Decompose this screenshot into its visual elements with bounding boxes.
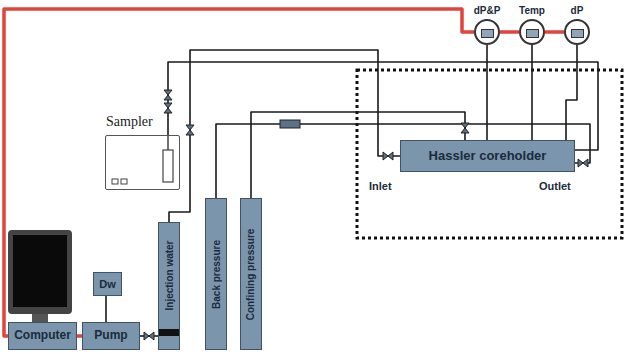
- node-label: dP&P: [474, 5, 501, 16]
- signal-cable: [545, 30, 564, 34]
- node-label: Computer: [14, 329, 71, 342]
- computer-box: Computer: [8, 322, 77, 350]
- confining-pressure-cylinder: Confining pressure: [240, 198, 262, 350]
- node-label: Hassler coreholder: [429, 149, 547, 163]
- oven-boundary: [357, 70, 622, 238]
- node-label: dP: [571, 5, 584, 16]
- node-label: Dw: [99, 278, 116, 290]
- coreholder: Hassler coreholder: [400, 140, 575, 172]
- pipe-line: [531, 45, 533, 140]
- manifold: [280, 120, 300, 128]
- pipe-line: [105, 296, 107, 322]
- node-label: Temp: [519, 5, 545, 16]
- back-pressure-cylinder: Back pressure: [205, 198, 227, 350]
- pipe-line: [566, 45, 577, 140]
- differential-gauge: dP: [564, 19, 590, 45]
- node-label: Back pressure: [211, 240, 222, 309]
- sampler: Sampler: [105, 135, 180, 190]
- pipe-line: [169, 50, 400, 222]
- node-label: Sampler: [106, 114, 153, 129]
- water-tank: Dw: [93, 272, 122, 296]
- signal-cable: [500, 30, 519, 34]
- monitor: [8, 230, 72, 322]
- signal-cable: [4, 9, 474, 336]
- sampler-detail: [112, 135, 173, 184]
- node-label: Confining pressure: [246, 228, 257, 320]
- pipe-line: [486, 45, 488, 140]
- pipe-line: [216, 124, 590, 198]
- port-label: Inlet: [368, 180, 393, 192]
- pipe-line: [168, 62, 598, 150]
- injection-cylinder: Injection water: [158, 222, 180, 350]
- temperature-gauge: Temp: [519, 19, 545, 45]
- node-label: Pump: [94, 329, 127, 342]
- node-label: Injection water: [164, 240, 175, 310]
- pump-box: Pump: [82, 322, 140, 350]
- pressure-gauge: dP&P: [474, 19, 500, 45]
- port-label: Outlet: [538, 180, 572, 192]
